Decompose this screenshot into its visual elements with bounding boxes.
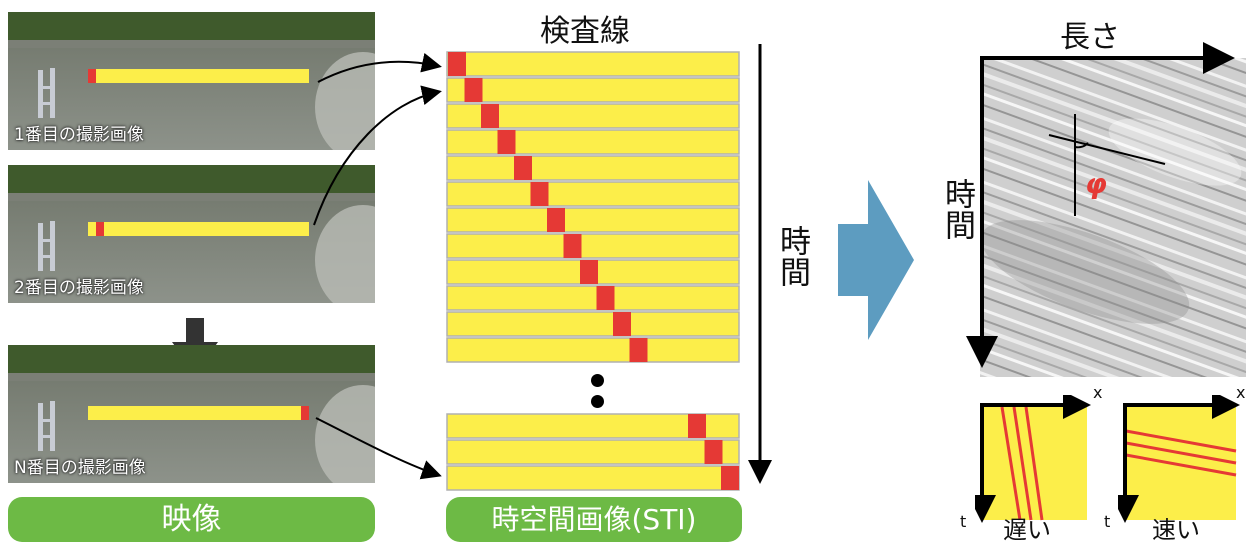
sti-row [446, 207, 740, 233]
sti-row [446, 311, 740, 337]
sti-row [446, 285, 740, 311]
sti-row-marker [704, 440, 723, 464]
sti-row [446, 51, 740, 77]
inspection-line-2 [88, 222, 309, 236]
frame-n: N番目の撮影画像 [8, 345, 375, 483]
length-axis-label: 長さ [1060, 20, 1120, 55]
sti-row [446, 439, 740, 465]
fast-example [1118, 395, 1240, 523]
sti-row-marker [481, 104, 499, 128]
frame-1: 1番目の撮影画像 [8, 12, 375, 150]
inspection-line-label: 検査線 [540, 14, 630, 49]
time-axis-label: 時間 [939, 178, 975, 240]
slow-label: 遅い [1003, 516, 1051, 544]
sti-row-marker [613, 312, 631, 336]
inspection-line-1 [88, 69, 309, 83]
sti-row-marker [464, 78, 483, 102]
ellipsis-dot-1 [591, 374, 604, 387]
result-sti-image [966, 42, 1246, 377]
sti-row-marker [596, 286, 615, 310]
slow-t-label: t [960, 512, 967, 531]
inspection-line-n [88, 406, 309, 420]
sti-row [446, 337, 740, 363]
sti-row-marker [563, 234, 582, 258]
inspection-marker-2 [96, 222, 104, 236]
sti-row-marker [721, 466, 739, 490]
sti-row [446, 129, 740, 155]
process-arrow-icon [838, 180, 914, 340]
frame-2-label: 2番目の撮影画像 [14, 278, 144, 298]
sti-row [446, 465, 740, 491]
inspection-marker-1 [88, 69, 96, 83]
sti-row-marker [547, 208, 565, 232]
fast-x-label: x [1236, 383, 1246, 402]
slow-x-label: x [1093, 383, 1103, 402]
frame-n-label: N番目の撮影画像 [14, 458, 146, 478]
slow-example [975, 395, 1091, 523]
fast-t-label: t [1104, 512, 1111, 531]
sti-row-marker [580, 260, 598, 284]
sti-row [446, 233, 740, 259]
inspection-marker-n [301, 406, 309, 420]
sti-row-marker [629, 338, 648, 362]
ellipsis-dot-2 [591, 395, 604, 408]
sti-row [446, 155, 740, 181]
sti-row-marker [497, 130, 516, 154]
angle-symbol: φ [1085, 167, 1107, 200]
sti-row-marker [688, 414, 706, 438]
sti-row-marker [514, 156, 532, 180]
sti-row-marker [448, 52, 466, 76]
sti-image [446, 51, 740, 491]
video-label: 映像 [8, 497, 375, 542]
sti-label: 時空間画像(STI) [446, 497, 742, 542]
sti-row-marker [530, 182, 549, 206]
frame-1-label: 1番目の撮影画像 [14, 125, 144, 145]
fast-label: 速い [1152, 516, 1200, 544]
sti-row [446, 181, 740, 207]
sti-time-label: 時間 [774, 225, 810, 287]
sti-row [446, 77, 740, 103]
frame-2: 2番目の撮影画像 [8, 165, 375, 303]
